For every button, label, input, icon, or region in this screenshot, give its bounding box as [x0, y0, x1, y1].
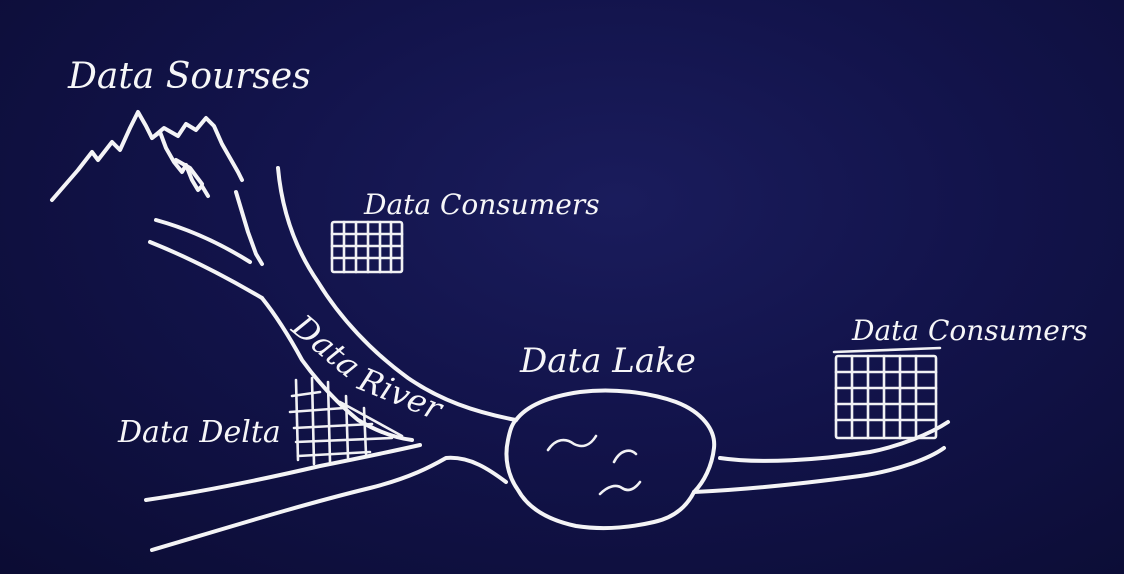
river-lower-bank-bottom	[150, 455, 508, 552]
data-consumers-top-grid	[330, 220, 404, 274]
data-consumers-right-grid	[832, 346, 942, 440]
outflow-lower-bank	[692, 446, 946, 494]
outflow-upper-bank	[718, 420, 950, 463]
river-left-bank	[260, 296, 414, 442]
data-delta-grid	[288, 376, 404, 466]
label-data-lake: Data Lake	[519, 341, 696, 381]
label-data-consumers-top: Data Consumers	[363, 188, 600, 221]
label-data-consumers-right: Data Consumers	[851, 314, 1088, 347]
label-data-delta: Data Delta	[117, 415, 281, 450]
label-data-river-word1: Data	[284, 306, 368, 385]
tributary-lower-bank	[148, 240, 264, 300]
river-right-bank	[276, 166, 518, 422]
mountains-icon	[50, 110, 264, 266]
tributary-upper-bank	[154, 218, 252, 264]
river-lower-bank-left	[144, 443, 422, 502]
lake-ripples-icon	[546, 434, 642, 496]
label-data-sources: Data Sourses	[67, 56, 311, 97]
data-lake-shape	[504, 388, 717, 531]
